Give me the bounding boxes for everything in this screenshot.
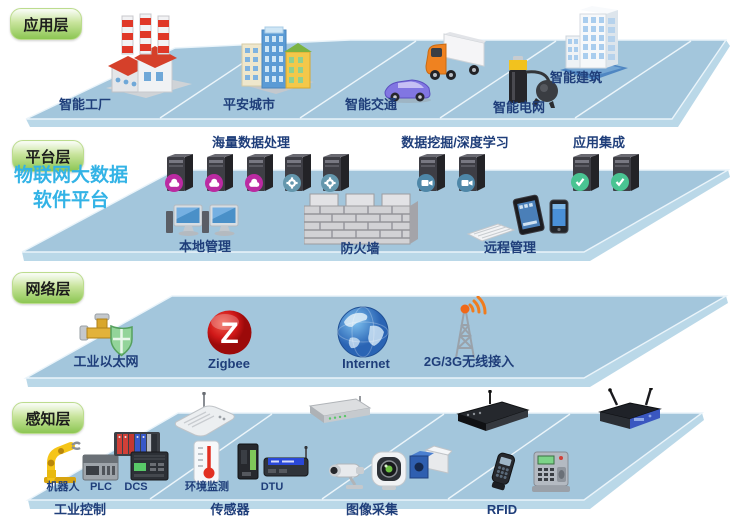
server-camera-icon — [457, 154, 485, 192]
firewall-icon — [304, 193, 418, 245]
server-check-icon — [611, 154, 639, 191]
switch-icon — [308, 396, 372, 423]
tag-perception: 感知层 — [12, 402, 84, 434]
label-robot: 机器人 — [46, 481, 80, 493]
label-firewall: 防火墙 — [340, 241, 380, 256]
plc-icon — [82, 454, 119, 481]
car-icon — [384, 79, 431, 103]
server-camera-icon — [417, 154, 445, 192]
label-smart-grid: 智能电网 — [492, 100, 546, 115]
server-gear-icon — [321, 154, 349, 192]
robot-arm-icon — [44, 441, 81, 483]
monitor-icon — [202, 204, 239, 236]
building-icon — [560, 6, 628, 80]
platform-title-line2: 软件平台 — [32, 190, 109, 211]
zigbee-letter: Z — [220, 317, 238, 350]
server-cloud-icon — [205, 154, 233, 192]
server-cloud-icon — [165, 154, 193, 192]
dtu-modem-icon — [263, 446, 309, 477]
cctv-camera-icon — [329, 463, 364, 489]
factory-icon — [106, 13, 192, 98]
dtu-tower-icon — [237, 443, 259, 480]
tag-application: 应用层 — [10, 8, 82, 40]
industrial-ethernet-icon — [79, 313, 133, 357]
rfid-terminal-icon — [532, 451, 570, 492]
label-safe-city: 平安城市 — [222, 97, 276, 112]
label-local-management: 本地管理 — [178, 239, 232, 254]
label-smart-traffic: 智能交通 — [344, 97, 398, 112]
label-plc: PLC — [90, 481, 112, 493]
label-smart-factory: 智能工厂 — [58, 97, 112, 112]
cell-tower-icon — [455, 296, 487, 359]
industrial-camera-icon — [409, 445, 452, 479]
label-smart-building: 智能建筑 — [549, 70, 603, 85]
platform-title: 物联网大数据 软件平台 — [4, 163, 138, 213]
dcs-icon — [130, 451, 169, 481]
environment-thermometer-icon — [193, 440, 220, 483]
label-dcs: DCS — [124, 481, 148, 493]
battery-icon — [509, 56, 527, 103]
webcam-icon — [371, 451, 407, 490]
plug-icon — [525, 70, 558, 108]
label-industrial-ethernet: 工业以太网 — [73, 354, 139, 369]
label-internet: Internet — [342, 356, 390, 371]
zigbee-icon: Z — [207, 310, 252, 355]
label-zigbee: Zigbee — [208, 356, 250, 371]
label-rfid: RFID — [486, 502, 518, 517]
black-router-icon — [456, 390, 530, 431]
truck-icon — [425, 32, 486, 80]
internet-globe-icon — [337, 306, 389, 358]
label-dtu: DTU — [260, 481, 284, 493]
city-buildings-icon — [240, 26, 314, 94]
label-app-integration: 应用集成 — [572, 135, 626, 150]
server-cloud-icon — [245, 154, 273, 192]
server-check-icon — [571, 154, 599, 191]
control-rack-icon — [114, 432, 160, 456]
label-sensors: 传感器 — [210, 502, 250, 517]
label-industrial-control: 工业控制 — [53, 502, 107, 517]
label-remote-management: 远程管理 — [483, 240, 537, 255]
label-image-capture: 图像采集 — [345, 502, 399, 517]
wireless-router-icon — [598, 388, 662, 429]
label-mass-data-processing: 海量数据处理 — [211, 135, 291, 150]
label-data-mining: 数据挖掘/深度学习 — [401, 135, 509, 150]
tag-platform: 平台层 — [12, 140, 84, 172]
platform-title-line1: 物联网大数据 — [13, 165, 128, 186]
remote-management-icon — [466, 194, 569, 242]
rfid-handheld-icon — [491, 452, 516, 491]
tag-network: 网络层 — [12, 272, 84, 304]
server-gear-icon — [283, 154, 311, 192]
white-router-icon — [174, 392, 235, 437]
label-env-monitor: 环境监测 — [185, 481, 229, 493]
label-wireless-access: 2G/3G无线接入 — [423, 354, 515, 369]
